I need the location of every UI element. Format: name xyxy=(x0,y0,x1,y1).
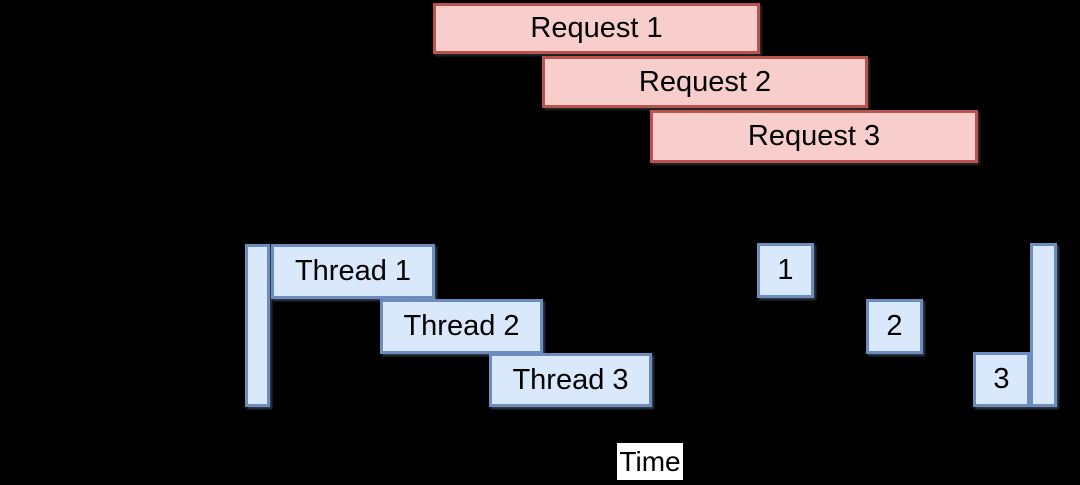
request-3-bar: Request 3 xyxy=(650,110,978,163)
thread-2-bar: Thread 2 xyxy=(380,299,543,354)
thread-pool-end-bar xyxy=(1030,243,1057,407)
time-axis-label: Time xyxy=(617,443,683,480)
finish-box-1: 1 xyxy=(757,243,814,298)
request-1-bar: Request 1 xyxy=(433,3,760,54)
finish-box-3: 3 xyxy=(973,352,1030,407)
thread-1-bar: Thread 1 xyxy=(271,244,435,299)
thread-3-bar: Thread 3 xyxy=(489,353,652,407)
finish-box-2: 2 xyxy=(866,299,923,354)
request-2-bar: Request 2 xyxy=(542,56,868,108)
thread-pool-start-bar xyxy=(245,244,270,407)
